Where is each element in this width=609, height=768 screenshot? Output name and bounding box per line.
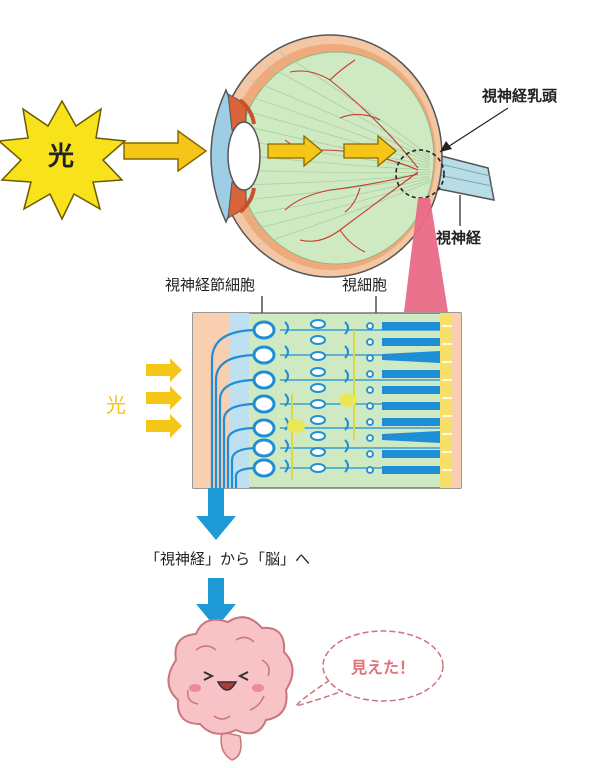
ganglion-cells xyxy=(252,320,276,478)
light-arrow-2 xyxy=(267,134,324,168)
path-caption: 「視神経」から「脳」へ xyxy=(145,550,310,568)
speech-bubble: 見えた！ xyxy=(294,630,444,708)
photoreceptor-nuclei xyxy=(366,322,374,474)
bipolar-cells xyxy=(310,319,326,473)
zoom-beam xyxy=(404,198,448,312)
pointer-arrowhead-icon xyxy=(440,141,452,152)
light-side-label: 光 xyxy=(106,393,126,417)
path-arrow-2 xyxy=(196,578,236,628)
cone-cells xyxy=(382,351,440,443)
optic-nerve-label: 視神経 xyxy=(435,229,482,247)
optic-disc-label: 視神経乳頭 xyxy=(481,87,558,105)
speech-text: 見えた！ xyxy=(350,658,415,677)
light-arrow-1 xyxy=(123,129,208,173)
light-arrow-3 xyxy=(343,134,398,168)
ganglion-cell-label: 視神経節細胞 xyxy=(165,276,255,294)
nerve-fibres xyxy=(210,328,259,488)
eyeball xyxy=(210,34,495,278)
side-light-arrows xyxy=(146,358,182,438)
light-burst-icon: 光 xyxy=(0,99,127,221)
light-star-label: 光 xyxy=(47,142,74,172)
rod-cells xyxy=(382,322,440,474)
amacrine-cells xyxy=(287,330,357,480)
retina-cross-section xyxy=(192,312,462,489)
photoreceptor-label: 視細胞 xyxy=(342,276,387,294)
path-arrow-1 xyxy=(196,488,236,540)
brain-character-icon xyxy=(167,616,294,761)
optic-disc-pointer xyxy=(439,107,509,153)
